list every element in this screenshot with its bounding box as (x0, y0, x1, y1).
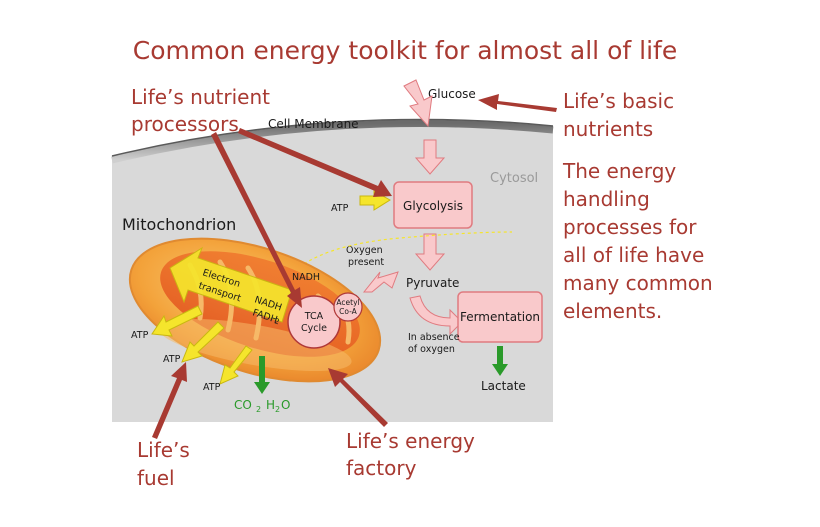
svg-text:2: 2 (275, 405, 280, 414)
energy-handling-annotation: The energy handling processes for all of… (562, 159, 713, 323)
processors-to-glycolysis-arrow (238, 128, 392, 197)
svg-text:Life’s: Life’s (137, 438, 190, 462)
pyruvate-to-acetyl-arrow (362, 271, 399, 293)
glycolysis-label: Glycolysis (403, 199, 463, 213)
red-pointer-arrows (152, 94, 557, 439)
lactate-arrow (492, 346, 508, 376)
basic-nutrients-annotation: Life’s basic nutrients (563, 89, 674, 141)
to-pyruvate-arrow (414, 233, 446, 271)
mito-atp-arrow-1 (151, 305, 203, 337)
tca-cycle-label-1: TCA (304, 311, 324, 322)
fadh-subscript: 2 (273, 316, 281, 326)
pyruvate-to-fermentation-arrow (409, 295, 463, 336)
mito-atp-arrow-2 (181, 321, 225, 363)
acetyl-coa-circle (333, 292, 363, 322)
svg-text:fuel: fuel (137, 466, 175, 490)
fermentation-label: Fermentation (460, 310, 540, 324)
svg-text:2: 2 (256, 405, 261, 414)
svg-text:processors: processors (131, 112, 239, 136)
svg-text:CO: CO (234, 398, 252, 412)
acetyl-coa-label-2: Co-A (339, 307, 358, 316)
cytosol-label: Cytosol (490, 171, 538, 186)
diagram-title: Common energy toolkit for almost all of … (133, 36, 677, 65)
nutrient-processors-annotation: Life’s nutrient processors (131, 85, 270, 136)
svg-text:all of life have: all of life have (563, 243, 704, 267)
svg-text:factory: factory (346, 456, 417, 480)
mito-atp-label-3: ATP (203, 382, 221, 393)
svg-text:Life’s nutrient: Life’s nutrient (131, 85, 270, 109)
svg-text:Life’s energy: Life’s energy (346, 429, 475, 453)
tca-cycle-circle (287, 295, 341, 349)
svg-text:O: O (281, 398, 290, 412)
acetyl-coa-label-1: Acetyl (336, 298, 359, 307)
co2-h2o-arrow (254, 356, 270, 394)
oxygen-present-label-2: present (348, 257, 384, 268)
factory-pointer-arrow (328, 368, 388, 427)
co2-h2o-label: CO 2 H 2 O (234, 398, 290, 414)
svg-text:processes for: processes for (563, 215, 697, 239)
electron-transport-arrow (169, 246, 293, 323)
pyruvate-label: Pyruvate (406, 276, 459, 290)
absence-oxygen-label-2: of oxygen (408, 344, 455, 355)
svg-text:H: H (266, 398, 275, 412)
tca-cycle-label-2: Cycle (301, 323, 327, 334)
energy-factory-annotation: Life’s energy factory (346, 429, 475, 480)
svg-text:Life’s basic: Life’s basic (563, 89, 674, 113)
glycolysis-box (393, 181, 473, 229)
svg-text:The energy: The energy (562, 159, 676, 183)
fuel-annotation: Life’s fuel (137, 438, 190, 490)
into-glycolysis-arrow (414, 139, 446, 175)
absence-oxygen-label-1: In absence (408, 332, 460, 343)
fermentation-box (457, 291, 543, 343)
svg-text:many common: many common (563, 271, 713, 295)
nadh-label: NADH (292, 272, 320, 283)
glucose-label: Glucose (428, 87, 476, 101)
mito-atp-arrow-3 (219, 345, 253, 385)
lactate-label: Lactate (481, 379, 526, 393)
processors-to-tca-arrow (211, 132, 302, 308)
svg-text:nutrients: nutrients (563, 117, 653, 141)
fuel-pointer-arrow (152, 362, 187, 439)
mitochondrion-label: Mitochondrion (122, 215, 236, 234)
glycolysis-atp-arrow (359, 190, 391, 211)
svg-text:handling: handling (563, 187, 650, 211)
glycolysis-atp-label: ATP (331, 203, 349, 214)
svg-text:elements.: elements. (563, 299, 662, 323)
mito-atp-label-2: ATP (163, 354, 181, 365)
cell-membrane-label: Cell Membrane (268, 117, 359, 131)
oxygen-present-label-1: Oxygen (346, 245, 383, 256)
nutrients-pointer-arrow (478, 94, 557, 112)
mito-atp-label-1: ATP (131, 330, 149, 341)
cell-membrane (111, 119, 554, 164)
glucose-down-arrow (403, 79, 433, 128)
